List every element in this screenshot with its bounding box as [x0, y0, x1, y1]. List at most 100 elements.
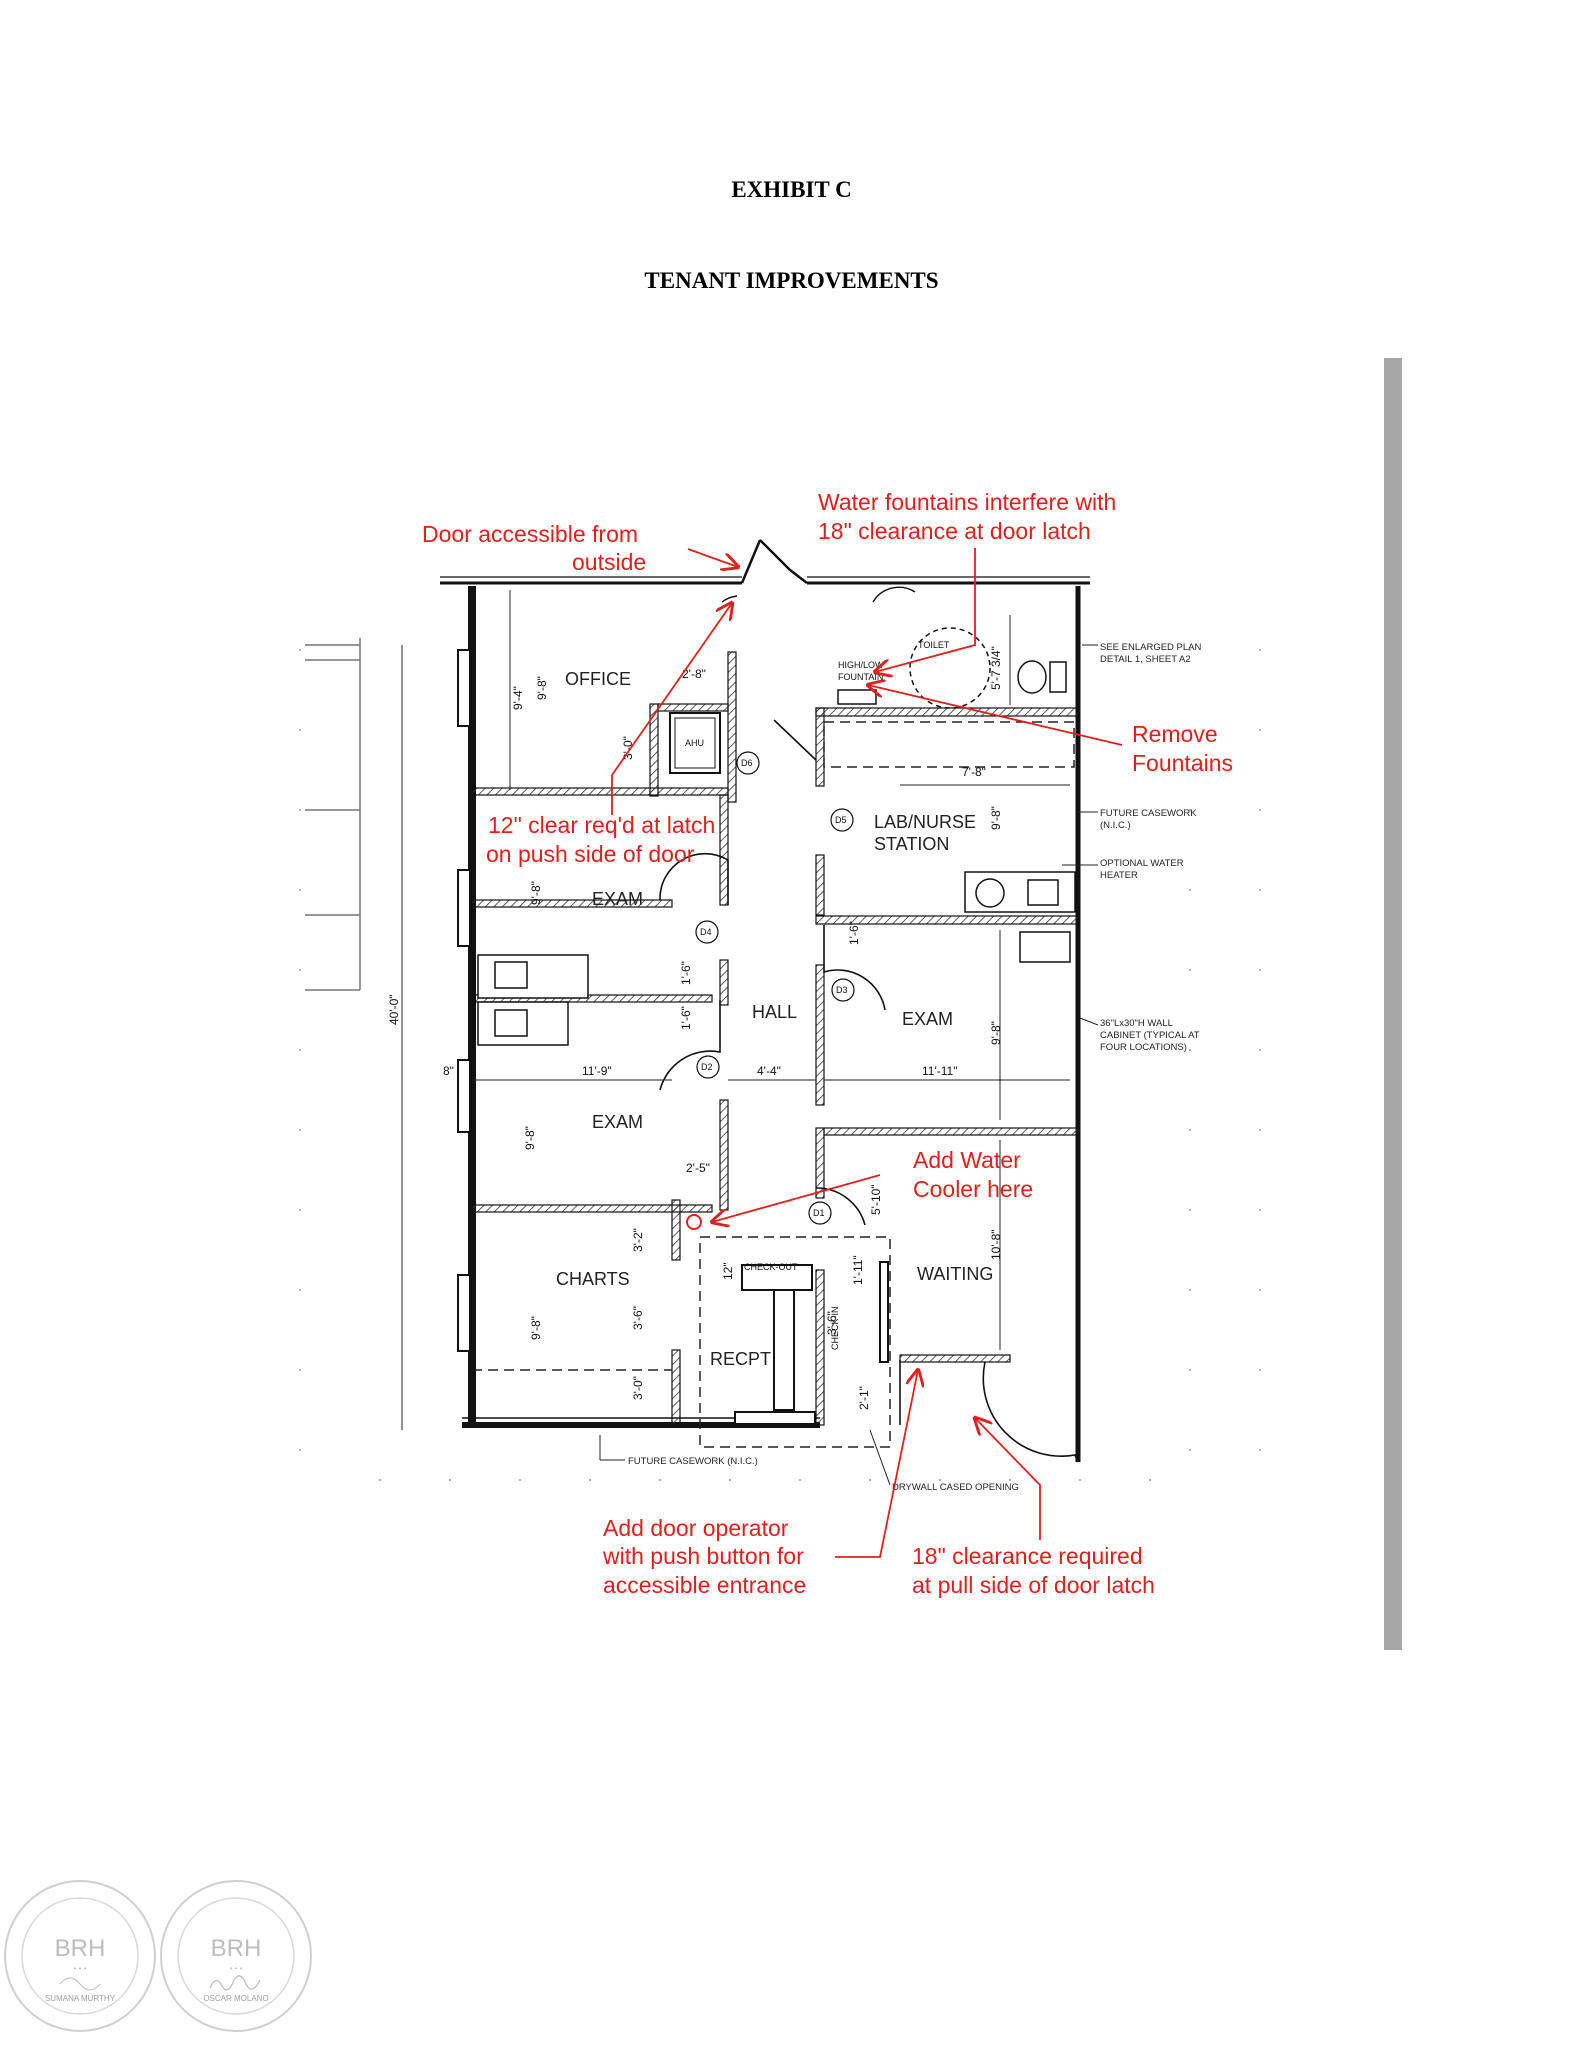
seal-logo-1: BRH — [55, 1935, 106, 1962]
grid-dots — [299, 649, 1261, 1481]
dim-2-1: 2'-1" — [857, 1386, 871, 1410]
ahu-unit: AHU — [669, 712, 721, 774]
door-tag-d3: D3 — [836, 985, 848, 995]
dimension-lines — [401, 590, 1070, 1430]
ann-remove-fountains-2: Fountains — [1132, 750, 1233, 776]
door-swings — [659, 719, 1079, 1463]
seal-name-2: OSCAR MOLANO — [203, 1994, 268, 2003]
ahu-label: AHU — [685, 738, 704, 748]
dim-1-6c: 1'-6" — [679, 1006, 693, 1030]
dim-10-8: 10'-8" — [989, 1229, 1003, 1260]
dim-2-5: 2'-5" — [686, 1161, 710, 1175]
room-office: OFFICE — [565, 669, 631, 689]
ann-door-accessible-2: outside — [572, 549, 646, 575]
room-exam-top-left: EXAM — [592, 889, 643, 909]
note-optional-water-2: HEATER — [1100, 870, 1138, 881]
room-toilet: TOILET — [918, 640, 950, 650]
ann-12-clear-2: on push side of door — [486, 841, 695, 867]
dim-1-11: 1'-11" — [851, 1255, 865, 1285]
interior-walls — [471, 651, 1079, 1426]
floor-plan: AHU — [299, 489, 1261, 1598]
markup-annotations: Door accessible from outside Water fount… — [422, 489, 1233, 1598]
dim-5-7-3-4: 5'-7 3/4" — [989, 646, 1003, 690]
room-lab-nurse-1: LAB/NURSE — [874, 812, 976, 832]
plan-notes: SEE ENLARGED PLAN DETAIL 1, SHEET A2 FUT… — [628, 642, 1202, 1493]
dim-8: 8" — [443, 1064, 454, 1078]
ann-12-clear-1: 12" clear req'd at latch — [488, 812, 715, 838]
seal-name-1: SUMANA MURTHY — [45, 1994, 116, 2003]
note-future-casework-2: (N.I.C.) — [1100, 820, 1131, 831]
dim-3-2: 3'-2" — [631, 1228, 645, 1252]
dim-1-6a: 1'-6" — [847, 921, 861, 945]
dim-3-6a: 3'-6" — [631, 1306, 645, 1330]
dim-3-0b: 3'-0" — [631, 1376, 645, 1400]
dim-12: 12" — [721, 1262, 735, 1280]
markup-arrows — [611, 548, 1123, 1558]
exhibit-title: EXHIBIT C — [731, 177, 852, 202]
sinks — [477, 871, 1076, 1046]
adjacent-structure — [305, 638, 361, 991]
svg-text:• • •: • • • — [230, 1964, 243, 1973]
note-wall-cabinet-3: FOUR LOCATIONS) — [1100, 1042, 1187, 1053]
check-out-label: CHECK-OUT — [744, 1262, 798, 1272]
note-wall-cabinet-1: 36"Lx30"H WALL — [1100, 1018, 1173, 1029]
dim-3-0: 3'-0" — [621, 736, 635, 760]
ann-water-fountains-2: 18" clearance at door latch — [818, 518, 1091, 544]
room-exam-right: EXAM — [902, 1009, 953, 1029]
ann-18-clearance-1: 18" clearance required — [912, 1543, 1143, 1569]
check-in-label: CHECK-IN — [830, 1306, 840, 1350]
room-lab-nurse-2: STATION — [874, 834, 949, 854]
note-leaders — [599, 644, 1099, 1486]
reception-counters — [734, 1261, 889, 1425]
ann-water-cooler-2: Cooler here — [913, 1176, 1033, 1202]
dim-9-8-exam-r: 9'-8" — [989, 1021, 1003, 1045]
room-exam-bottom-left: EXAM — [592, 1112, 643, 1132]
dim-3-6b: 3'-6" — [825, 1311, 839, 1335]
seal-logo-2: BRH — [211, 1935, 262, 1962]
door-tag-labels: D1 D2 D3 D4 D5 D6 — [700, 758, 848, 1218]
ann-door-operator-2: with push button for — [602, 1543, 804, 1569]
dim-7-8: 7'-8" — [962, 765, 986, 779]
ann-door-accessible-1: Door accessible from — [422, 521, 638, 547]
note-wall-cabinet-2: CABINET (TYPICAL AT — [1100, 1030, 1200, 1041]
fountain-label-1: HIGH/LOW — [838, 660, 884, 670]
casework-dashed — [472, 721, 1075, 1448]
note-enlarged-2: DETAIL 1, SHEET A2 — [1100, 654, 1191, 665]
room-charts: CHARTS — [556, 1269, 630, 1289]
ann-remove-fountains-1: Remove — [1132, 721, 1218, 747]
note-enlarged-1: SEE ENLARGED PLAN — [1100, 642, 1202, 653]
document-scrollbar[interactable] — [1384, 358, 1402, 1650]
door-tag-d2: D2 — [701, 1062, 713, 1072]
door-tag-d5: D5 — [835, 815, 847, 825]
dim-9-8-exam2: 9'-8" — [523, 1126, 537, 1150]
ann-18-clearance-2: at pull side of door latch — [912, 1572, 1155, 1598]
room-waiting: WAITING — [917, 1264, 993, 1284]
fountain-label-2: FOUNTAIN — [838, 672, 883, 682]
svg-text:• • •: • • • — [74, 1964, 87, 1973]
section-title: TENANT IMPROVEMENTS — [644, 268, 939, 293]
seal-oscar-molano: BRH • • • OSCAR MOLANO — [160, 1880, 312, 2032]
dim-9-8-charts: 9'-8" — [529, 1316, 543, 1340]
seal-sumana-murthy: BRH • • • SUMANA MURTHY — [4, 1880, 156, 2032]
room-hall: HALL — [752, 1002, 797, 1022]
ann-door-operator-1: Add door operator — [603, 1515, 789, 1541]
door-tag-d1: D1 — [813, 1208, 825, 1218]
dim-40-0: 40'-0" — [387, 994, 401, 1025]
dim-9-8-exam1: 9'-8" — [529, 881, 543, 905]
door-tags — [695, 751, 855, 1225]
dim-5-10: 5'-10" — [869, 1184, 883, 1215]
door-tag-d6: D6 — [741, 758, 753, 768]
dim-9-8-lab: 9'-8" — [989, 806, 1003, 830]
dim-1-6b: 1'-6" — [679, 961, 693, 985]
dim-9-8-office: 9'-8" — [535, 676, 549, 700]
note-future-casework-1: FUTURE CASEWORK — [1100, 808, 1197, 819]
door-tag-d4: D4 — [700, 927, 712, 937]
room-recpt: RECPT — [710, 1349, 771, 1369]
water-cooler-marker — [686, 1214, 702, 1230]
ann-water-cooler-1: Add Water — [913, 1147, 1021, 1173]
dimension-labels: 9'-4" 9'-8" 2'-8" 3'-0" 5'-7 3/4" 7'-8" … — [387, 646, 1003, 1410]
ann-door-operator-3: accessible entrance — [603, 1572, 806, 1598]
dim-2-8: 2'-8" — [682, 667, 706, 681]
dim-9-4: 9'-4" — [511, 686, 525, 710]
dim-11-9: 11'-9" — [582, 1064, 612, 1078]
